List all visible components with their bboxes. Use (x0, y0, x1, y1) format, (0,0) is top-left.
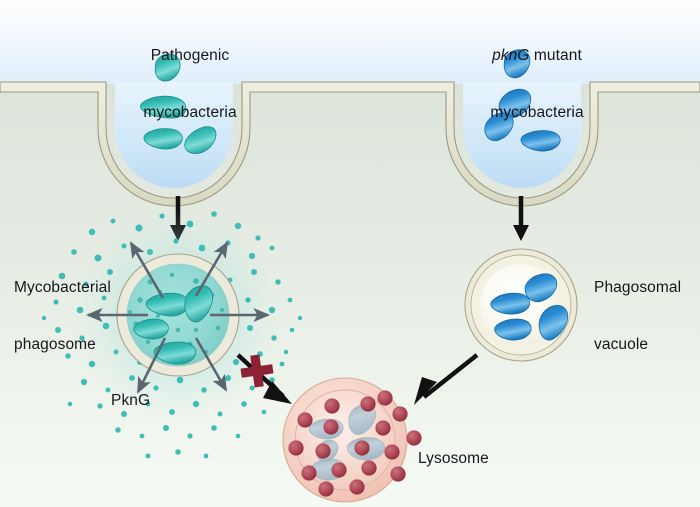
bacterium (140, 95, 187, 119)
lysosome-granules (288, 390, 422, 497)
phagosome-bacteria-group (133, 285, 213, 365)
lysosome-granule (349, 479, 365, 495)
lysosome-granule (392, 406, 408, 422)
lysosome-granule (297, 412, 313, 428)
pathogenic-bacteria-group (140, 53, 217, 155)
pkng-dots-inside-phagosome (128, 272, 224, 355)
fusion-block-cross (240, 354, 274, 388)
label-vacuole-line2: vacuole (594, 336, 649, 353)
label-phagosome-line2: phagosome (14, 336, 96, 353)
label-lysosome: Lysosome (418, 450, 489, 467)
label-pkng-mutant-mycobacteria: pknG mutant mycobacteria (452, 8, 622, 141)
label-phagosome-line1: Mycobacterial (14, 279, 111, 296)
lysosome-granule (384, 444, 400, 460)
label-mutant-line1: pknG mutant (452, 46, 622, 65)
label-vacuole-line1: Phagosomal (594, 279, 682, 296)
bacterium (484, 112, 514, 142)
lysosome-granule (390, 466, 406, 482)
lysosome-granule (324, 398, 340, 414)
label-phagosomal-vacuole: Phagosomal vacuole (594, 240, 700, 373)
lysosome-granule (288, 440, 304, 456)
label-pkng: PknG (111, 392, 151, 409)
lysosome-granule (315, 443, 331, 459)
mutant-bacteria-group (484, 49, 561, 152)
bacterium (503, 49, 531, 79)
bacterium (143, 128, 183, 150)
bacterium (154, 53, 181, 82)
extracellular-space (0, 0, 700, 84)
gene-name-pkng: pknG (492, 47, 530, 64)
lysosome-granule (323, 419, 339, 435)
plasma-membrane (0, 81, 700, 207)
bacterium (133, 318, 169, 340)
bacterium (184, 126, 217, 155)
label-mycobacterial-phagosome: Mycobacterial phagosome (14, 240, 174, 373)
label-mutant-line2: mycobacteria (490, 104, 584, 121)
lysosome-granule (318, 481, 334, 497)
pkng-arrow (194, 241, 229, 297)
bacterium (538, 305, 569, 341)
lysosome-granule (354, 440, 370, 456)
bacterium (494, 318, 532, 341)
label-pathogenic-mycobacteria: Pathogenic mycobacteria (110, 8, 270, 141)
label-mutant-rest: mutant (529, 47, 582, 64)
vacuole-bacteria-group (490, 273, 569, 341)
bacterium (490, 292, 531, 315)
bacterium (153, 341, 197, 365)
lysosome-granule (301, 465, 317, 481)
phagocytic-cup-lumen-right (463, 82, 581, 188)
pkng-arrow (129, 241, 165, 299)
pkng-radiating-arrows (85, 241, 271, 394)
arrow-vacuole-to-lysosome (414, 353, 479, 405)
lysosome-granule (406, 430, 422, 446)
lysosome-granule (375, 420, 391, 436)
lysosome-granule (377, 390, 393, 406)
pkng-arrow (136, 337, 167, 394)
pkng-arrow (194, 337, 228, 392)
arrow-cup-to-vacuole (513, 196, 529, 241)
lysosome-granule (361, 460, 377, 476)
bacterium (520, 130, 561, 152)
lysosome-granule (331, 462, 347, 478)
label-pathogenic-line1: Pathogenic (150, 47, 230, 64)
lysosome-granule (360, 396, 376, 412)
label-pathogenic-line2: mycobacteria (143, 104, 237, 121)
bacterium (184, 285, 213, 323)
bacterium (524, 273, 558, 303)
